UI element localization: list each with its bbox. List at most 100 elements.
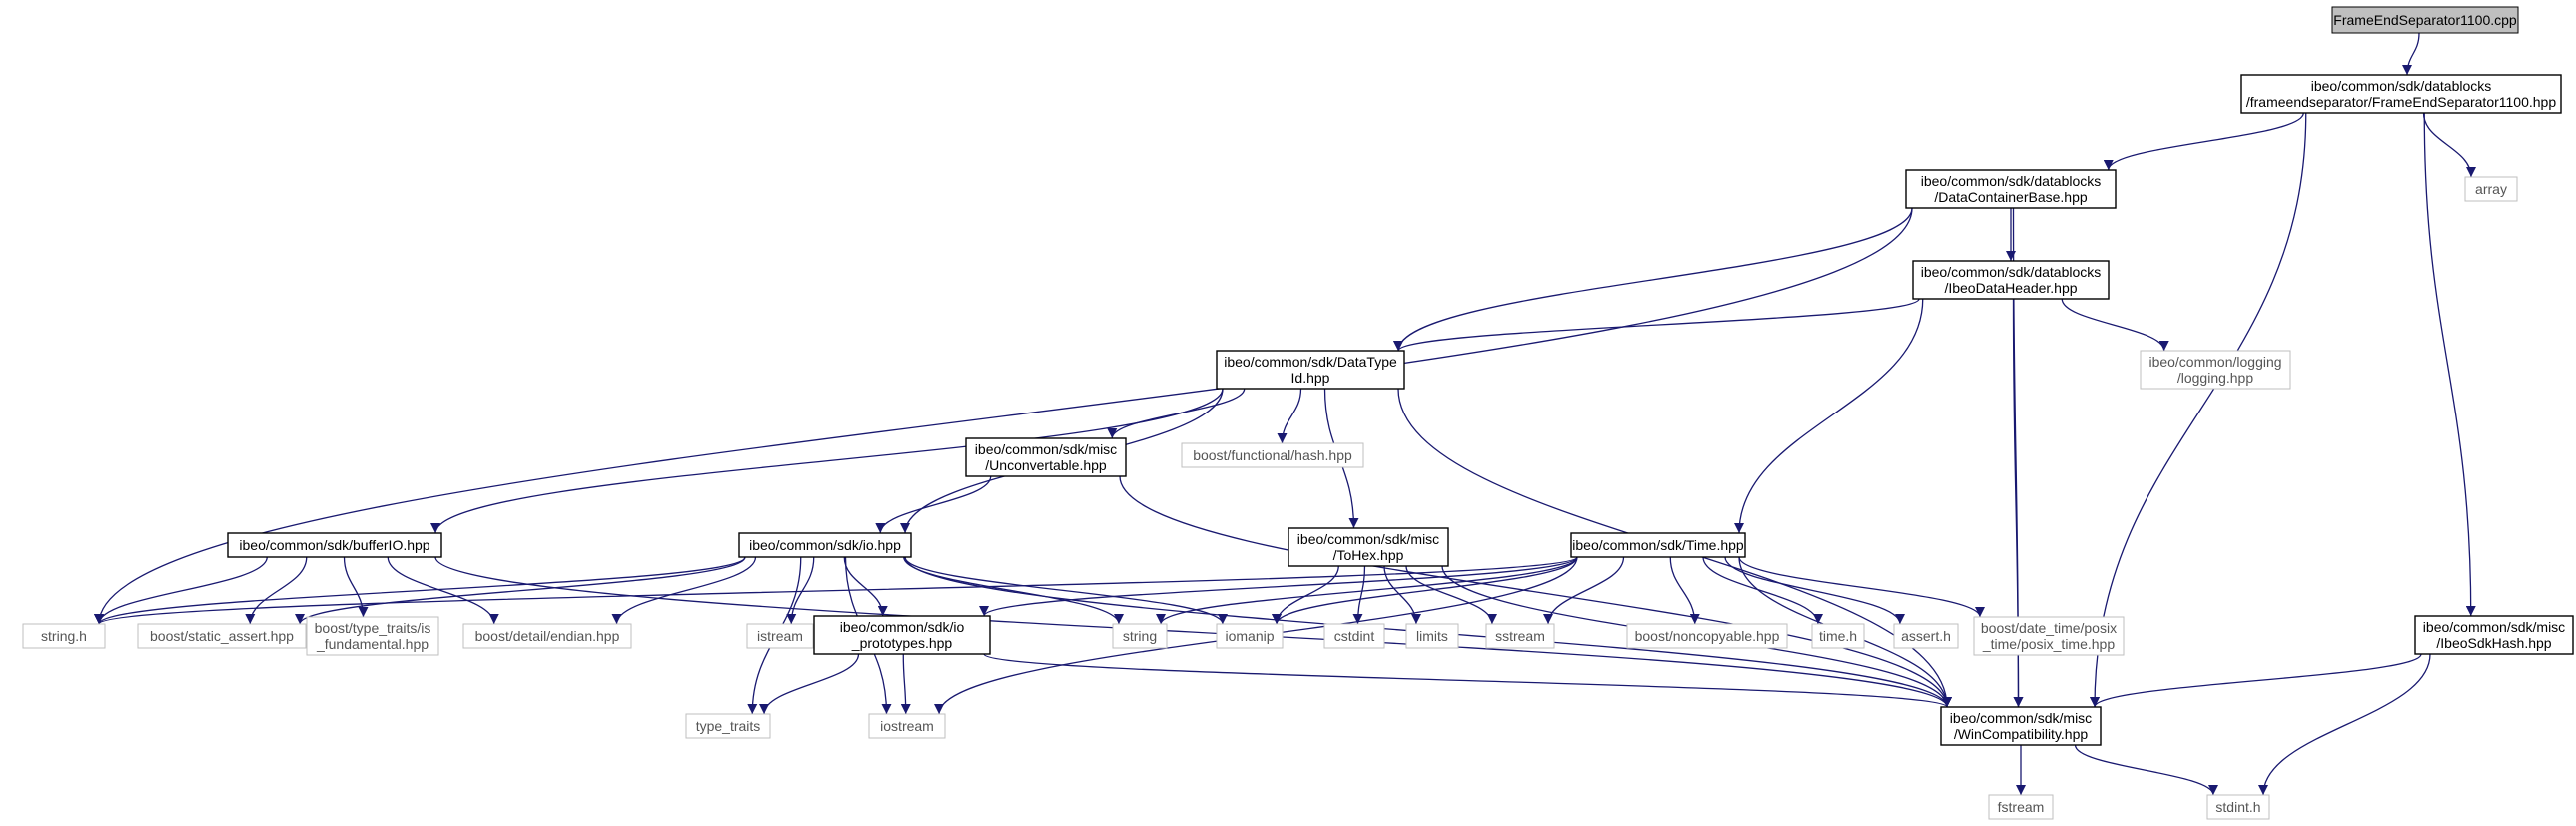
node-label-line: _time/posix_time.hpp bbox=[1982, 636, 2116, 652]
edge-time-to-stringh bbox=[94, 556, 1578, 625]
node-box bbox=[965, 437, 1127, 477]
node-box bbox=[2331, 6, 2519, 34]
edge-dti-to-bfhash bbox=[1277, 388, 1302, 444]
node-box bbox=[1216, 623, 1284, 649]
node-time[interactable]: ibeo/common/sdk/Time.hpp bbox=[1570, 532, 1746, 558]
node-label-line: ibeo/common/sdk/Time.hpp bbox=[1572, 537, 1744, 553]
node-label-line: type_traits bbox=[696, 718, 761, 734]
node-tohex[interactable]: ibeo/common/sdk/misc/ToHex.hpp bbox=[1288, 527, 1449, 567]
edge-tohex-to-sstream bbox=[1405, 565, 1497, 625]
edge-unconv-to-wincompat bbox=[1119, 475, 1952, 708]
node-typetraits[interactable]: type_traits bbox=[685, 713, 771, 739]
node-label-line: istream bbox=[757, 628, 803, 644]
node-label-line: ibeo/common/sdk/DataType bbox=[1224, 354, 1397, 370]
node-bfhash[interactable]: boost/functional/hash.hpp bbox=[1181, 442, 1364, 468]
node-label-line: _fundamental.hpp bbox=[316, 636, 429, 652]
node-label-line: ibeo/common/sdk/misc bbox=[1297, 531, 1439, 547]
node-unconv[interactable]: ibeo/common/sdk/misc/Unconvertable.hpp bbox=[965, 437, 1127, 477]
node-box bbox=[1940, 706, 2102, 746]
edge-time-to-timeh bbox=[1702, 556, 1823, 625]
node-label-line: FrameEndSeparator1100.cpp bbox=[2333, 12, 2517, 28]
edge-time-to-bdt bbox=[1738, 556, 1985, 618]
node-label-line: _prototypes.hpp bbox=[851, 635, 953, 651]
edge-tohex-to-limits bbox=[1383, 565, 1421, 625]
node-label-line: cstdint bbox=[1334, 628, 1375, 644]
edge-time-to-sstream bbox=[1543, 556, 1625, 625]
edge-time-to-iomanip bbox=[1272, 556, 1578, 625]
node-label-line: ibeo/common/sdk/datablocks bbox=[1921, 173, 2102, 189]
edge-sdkhash-to-wincompat bbox=[2090, 653, 2422, 708]
node-bdt[interactable]: boost/date_time/posix_time/posix_time.hp… bbox=[1973, 616, 2125, 656]
node-stdinth[interactable]: stdint.h bbox=[2206, 794, 2270, 820]
node-label-line: boost/detail/endian.hpp bbox=[475, 628, 620, 644]
edge-iop-to-typetraits bbox=[759, 653, 860, 715]
node-fes[interactable]: ibeo/common/sdk/datablocks/frameendsepar… bbox=[2240, 74, 2562, 114]
node-string[interactable]: string bbox=[1112, 623, 1168, 649]
node-logging[interactable]: ibeo/common/logging/logging.hpp bbox=[2140, 350, 2291, 390]
edge-root-to-fes bbox=[2402, 32, 2420, 76]
node-label-line: Id.hpp bbox=[1291, 370, 1330, 386]
edge-idh-to-dti bbox=[1393, 298, 1920, 352]
node-btt[interactable]: boost/type_traits/is_fundamental.hpp bbox=[306, 616, 439, 656]
node-stringh[interactable]: string.h bbox=[22, 623, 106, 649]
node-box bbox=[1323, 623, 1385, 649]
node-label-line: boost/noncopyable.hpp bbox=[1635, 628, 1780, 644]
edge-bufio-to-bsa bbox=[245, 556, 308, 625]
node-idh[interactable]: ibeo/common/sdk/datablocks/IbeoDataHeade… bbox=[1912, 260, 2110, 300]
node-bnc[interactable]: boost/noncopyable.hpp bbox=[1626, 623, 1788, 649]
node-asserth[interactable]: assert.h bbox=[1893, 623, 1959, 649]
node-iop[interactable]: ibeo/common/sdk/io_prototypes.hpp bbox=[813, 615, 991, 655]
node-array[interactable]: array bbox=[2464, 176, 2518, 202]
node-label-line: fstream bbox=[1998, 799, 2045, 815]
node-root[interactable]: FrameEndSeparator1100.cpp bbox=[2331, 6, 2519, 34]
node-bufio[interactable]: ibeo/common/sdk/bufferIO.hpp bbox=[227, 532, 442, 558]
node-bsa[interactable]: boost/static_assert.hpp bbox=[137, 623, 307, 649]
edge-io-to-istream bbox=[786, 556, 815, 625]
edge-tohex-to-cstdint bbox=[1352, 565, 1366, 625]
node-box bbox=[2206, 794, 2270, 820]
node-label-line: ibeo/common/logging bbox=[2148, 354, 2281, 370]
node-box bbox=[2140, 350, 2291, 390]
node-dcb[interactable]: ibeo/common/sdk/datablocks/DataContainer… bbox=[1905, 169, 2117, 209]
node-box bbox=[1626, 623, 1788, 649]
node-box bbox=[137, 623, 307, 649]
dependency-nodes: FrameEndSeparator1100.cpp ibeo/common/sdk… bbox=[22, 6, 2574, 820]
node-limits[interactable]: limits bbox=[1405, 623, 1459, 649]
node-box bbox=[462, 623, 632, 649]
node-bde[interactable]: boost/detail/endian.hpp bbox=[462, 623, 632, 649]
node-label-line: boost/type_traits/is bbox=[315, 620, 431, 636]
node-istream[interactable]: istream bbox=[746, 623, 814, 649]
node-io[interactable]: ibeo/common/sdk/io.hpp bbox=[738, 532, 912, 558]
node-sdkhash[interactable]: ibeo/common/sdk/misc/IbeoSdkHash.hpp bbox=[2414, 615, 2574, 655]
node-label-line: string bbox=[1123, 628, 1157, 644]
node-label-line: time.h bbox=[1819, 628, 1857, 644]
node-box bbox=[1988, 794, 2054, 820]
edge-fes-to-dcb bbox=[2103, 112, 2304, 171]
node-iomanip[interactable]: iomanip bbox=[1216, 623, 1284, 649]
edge-time-to-asserth bbox=[1724, 556, 1905, 625]
node-box bbox=[1912, 260, 2110, 300]
node-box bbox=[1811, 623, 1865, 649]
node-label-line: boost/functional/hash.hpp bbox=[1193, 447, 1352, 463]
node-box bbox=[306, 616, 439, 656]
node-label-line: /ToHex.hpp bbox=[1333, 547, 1404, 563]
node-timeh[interactable]: time.h bbox=[1811, 623, 1865, 649]
edge-io-to-string bbox=[903, 556, 1124, 625]
node-box bbox=[2464, 176, 2518, 202]
node-label-line: iostream bbox=[880, 718, 934, 734]
edge-bufio-to-btt bbox=[343, 556, 369, 618]
edge-iop-to-wincompat bbox=[983, 653, 1952, 708]
edge-io-to-bde bbox=[611, 556, 757, 625]
node-label-line: boost/date_time/posix bbox=[1981, 620, 2117, 636]
edge-sdkhash-to-stdinth bbox=[2258, 653, 2431, 796]
node-label-line: sstream bbox=[1495, 628, 1545, 644]
node-sstream[interactable]: sstream bbox=[1485, 623, 1555, 649]
node-fstream[interactable]: fstream bbox=[1988, 794, 2054, 820]
node-wincompat[interactable]: ibeo/common/sdk/misc/WinCompatibility.hp… bbox=[1940, 706, 2102, 746]
edge-fes-to-array bbox=[2422, 112, 2476, 178]
node-cstdint[interactable]: cstdint bbox=[1323, 623, 1385, 649]
node-label-line: /DataContainerBase.hpp bbox=[1934, 189, 2088, 205]
node-iostream[interactable]: iostream bbox=[868, 713, 946, 739]
